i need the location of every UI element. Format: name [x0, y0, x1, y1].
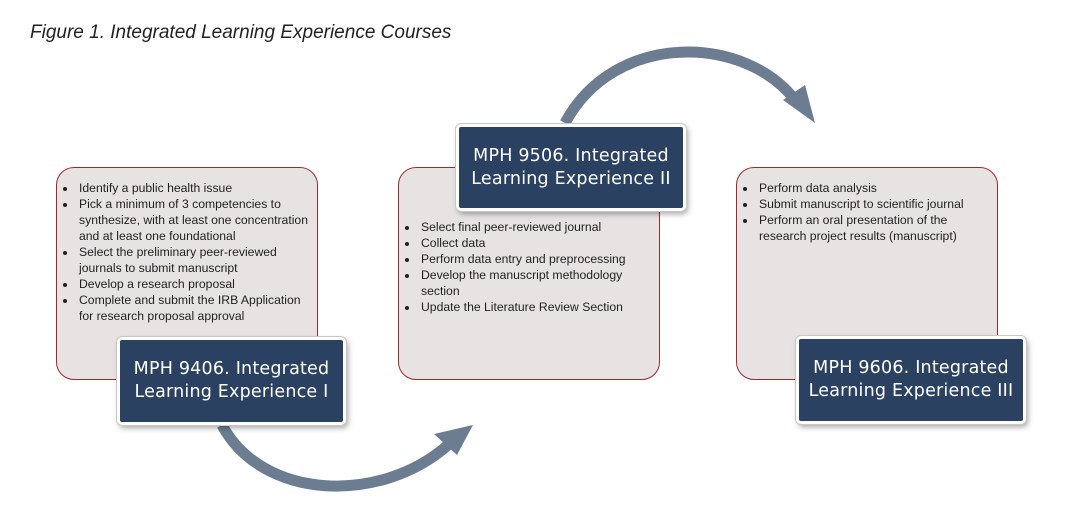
course-1-task: Develop a research proposal — [77, 276, 311, 292]
course-1-task-list: Identify a public health issue Pick a mi… — [65, 180, 311, 324]
course-1-task: Select the preliminary peer-reviewed jou… — [77, 244, 311, 276]
course-1-title: MPH 9406. Integrated Learning Experience… — [133, 359, 330, 402]
course-3-title: MPH 9606. Integrated Learning Experience… — [808, 358, 1014, 401]
course-1-title-box: MPH 9406. Integrated Learning Experience… — [116, 336, 347, 426]
course-2-task: Select final peer-reviewed journal — [419, 219, 653, 235]
arrow-1-to-2 — [217, 422, 452, 492]
course-2-title-box: MPH 9506. Integrated Learning Experience… — [455, 123, 687, 212]
course-3-task: Submit manuscript to scientific journal — [757, 196, 991, 212]
course-3-task: Perform an oral presentation of the rese… — [757, 212, 991, 244]
course-2-task: Collect data — [419, 235, 653, 251]
course-3-task: Perform data analysis — [757, 180, 991, 196]
course-1-task: Pick a minimum of 3 competencies to synt… — [77, 196, 311, 244]
figure-caption: Figure 1. Integrated Learning Experience… — [30, 22, 452, 43]
course-2-task: Update the Literature Review Section — [419, 299, 653, 315]
course-3-task-list: Perform data analysis Submit manuscript … — [745, 180, 991, 244]
course-2-task-list: Select final peer-reviewed journal Colle… — [407, 219, 653, 315]
course-1-task: Complete and submit the IRB Application … — [77, 292, 311, 324]
arrow-1-to-2-head — [434, 425, 473, 455]
arrow-2-to-3 — [560, 46, 800, 126]
course-2-task: Perform data entry and preprocessing — [419, 251, 653, 267]
arrow-2-to-3-head — [783, 85, 815, 123]
course-1-task: Identify a public health issue — [77, 180, 311, 196]
course-2-task: Develop the manuscript methodology secti… — [419, 267, 653, 299]
course-2-title: MPH 9506. Integrated Learning Experience… — [471, 145, 671, 189]
course-3-title-box: MPH 9606. Integrated Learning Experience… — [795, 335, 1027, 425]
